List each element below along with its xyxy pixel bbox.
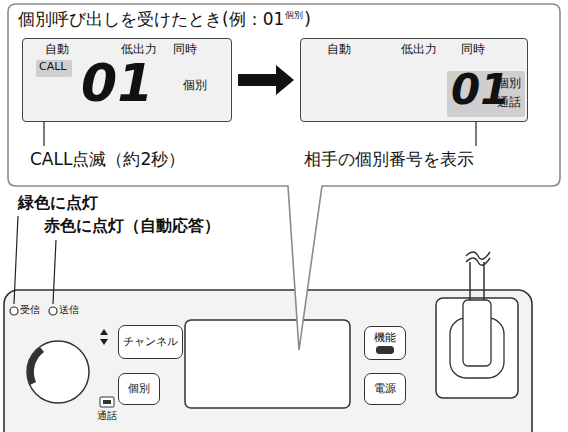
- connector-plug: [463, 300, 491, 366]
- down-arrow: [100, 339, 108, 345]
- knob-edge: [27, 347, 44, 385]
- led-receive: [10, 307, 18, 315]
- lcd-indicator: 個別: [183, 79, 207, 93]
- led-note: 緑色に点灯: [18, 194, 98, 212]
- lcd-indicator: 低出力: [401, 43, 437, 57]
- cable-break: [466, 252, 490, 265]
- leader-line: [53, 240, 56, 304]
- up-arrow: [100, 329, 108, 335]
- lcd-indicator: 通話: [497, 96, 521, 110]
- button-label: チャンネル: [123, 336, 178, 348]
- display-window: [185, 320, 350, 408]
- mic-connector: [436, 298, 518, 398]
- ptt-icon: [100, 397, 114, 407]
- lcd-indicator: 個別: [497, 77, 521, 91]
- block-arrow: [238, 65, 294, 95]
- led-send: [49, 307, 57, 315]
- button-label: 電源: [374, 383, 396, 395]
- lcd-screen: 自動低出力同時01個別通話: [300, 38, 528, 122]
- callout-title: 個別呼び出しを受けたとき(例：01: [18, 10, 284, 30]
- key-icon: [376, 346, 394, 354]
- led-note: 赤色に点灯（自動応答）: [44, 217, 220, 235]
- callout-label: 相手の個別番号を表示: [304, 150, 474, 170]
- lcd-call: CALL: [39, 61, 66, 74]
- ptt-label: 通話: [97, 410, 117, 422]
- led-label: 受信: [20, 304, 40, 316]
- callout-label: CALL点滅（約2秒）: [30, 150, 185, 170]
- leader-line: [14, 216, 18, 304]
- individual-button: 個別: [118, 373, 160, 405]
- callout-box: 個別呼び出しを受けたとき(例：01個別)CALL点滅（約2秒）相手の個別番号を表…: [8, 4, 560, 186]
- power-button: 電源: [364, 373, 406, 405]
- button-label: 個別: [128, 383, 150, 395]
- leader-line: [475, 122, 476, 146]
- channel-button: チャンネル: [118, 325, 183, 359]
- callout-title: ): [304, 10, 311, 30]
- device-body: [4, 290, 532, 432]
- lcd-number: 01: [81, 57, 153, 109]
- lcd-indicator: 同時: [173, 43, 197, 57]
- led-label: 送信: [59, 304, 79, 316]
- volume-knob: [27, 341, 89, 403]
- lcd-indicator: 自動: [327, 43, 351, 57]
- lcd-indicator: 自動: [45, 43, 69, 57]
- lcd-indicator: 同時: [461, 43, 485, 57]
- function-button: 機能: [364, 326, 406, 360]
- lcd-indicator: 低出力: [121, 43, 157, 57]
- lcd-screen: 自動 低出力 同時 CALL 01 個別: [22, 38, 232, 122]
- button-label: 機能: [374, 332, 396, 344]
- ptt-icon-mark: [103, 400, 111, 404]
- mic-cable: [470, 262, 484, 300]
- callout-outline: [8, 4, 560, 350]
- callout-title: 個別: [285, 10, 303, 20]
